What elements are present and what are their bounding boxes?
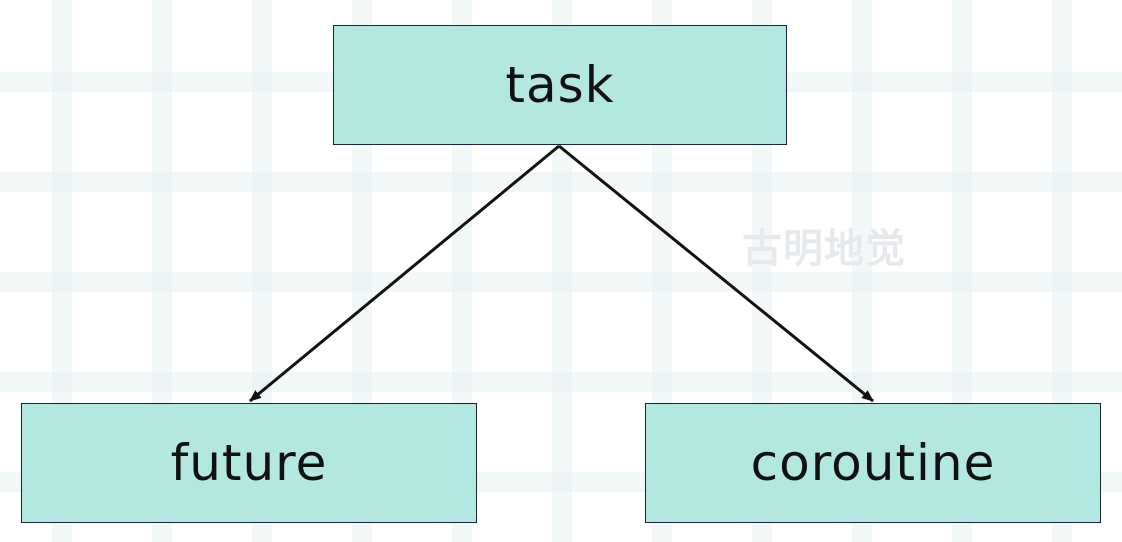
node-task-label: task (505, 56, 615, 114)
node-future: future (21, 403, 477, 523)
node-coroutine: coroutine (645, 403, 1101, 523)
node-coroutine-label: coroutine (750, 434, 996, 492)
node-future-label: future (170, 434, 328, 492)
node-task: task (333, 25, 787, 145)
watermark-text: 古明地觉 (742, 226, 906, 272)
edge-task-to-coroutine (558, 144, 874, 403)
edge-task-to-future (249, 144, 560, 403)
